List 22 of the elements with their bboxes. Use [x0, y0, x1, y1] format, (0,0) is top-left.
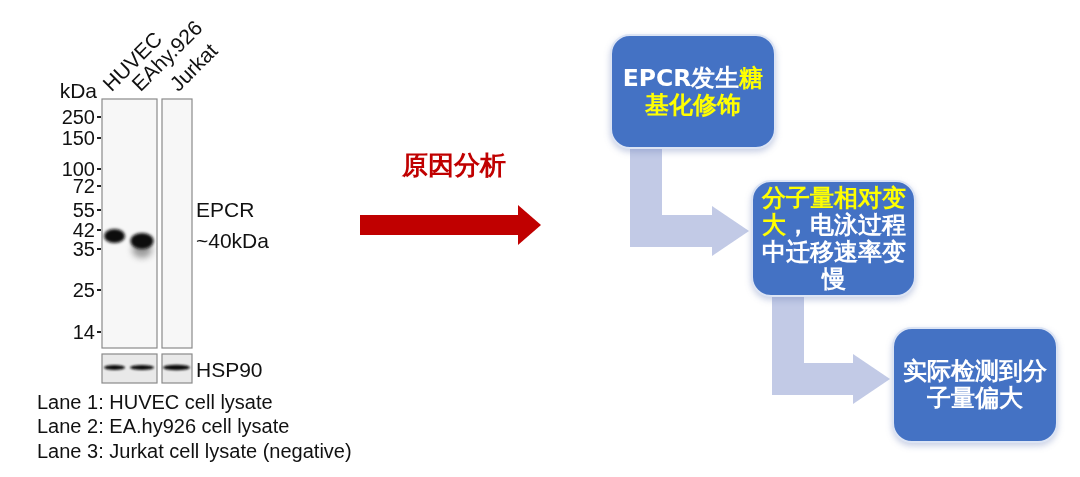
marker-label: 35 [72, 241, 95, 257]
band-label: HSP90 [196, 358, 263, 382]
marker-label: 150 [61, 130, 95, 146]
process-box: EPCR发生糖基化修饰 [610, 34, 776, 149]
lane-caption: Lane 2: EA.hy926 cell lysate [37, 414, 290, 438]
lane-caption: Lane 3: Jurkat cell lysate (negative) [37, 439, 352, 463]
marker-label: 250 [61, 109, 95, 125]
arrow [630, 149, 749, 256]
edge-label: 原因分析 [402, 150, 506, 180]
lane-caption: Lane 1: HUVEC cell lysate [37, 390, 273, 414]
unit-label: kDa [59, 80, 97, 102]
marker-label: 25 [72, 282, 95, 298]
marker-label: 100 [61, 161, 95, 177]
process-box: 实际检测到分子量偏大 [892, 327, 1058, 443]
marker-label: 72 [72, 178, 95, 194]
process-box: 分子量相对变大，电泳过程中迁移速率变慢 [751, 180, 916, 297]
arrow [360, 205, 541, 245]
marker-label: 42 [72, 222, 95, 238]
marker-label: 55 [72, 202, 95, 218]
marker-label: 14 [72, 324, 95, 340]
band-label: EPCR ~40kDa [196, 197, 270, 254]
arrow [772, 297, 890, 404]
